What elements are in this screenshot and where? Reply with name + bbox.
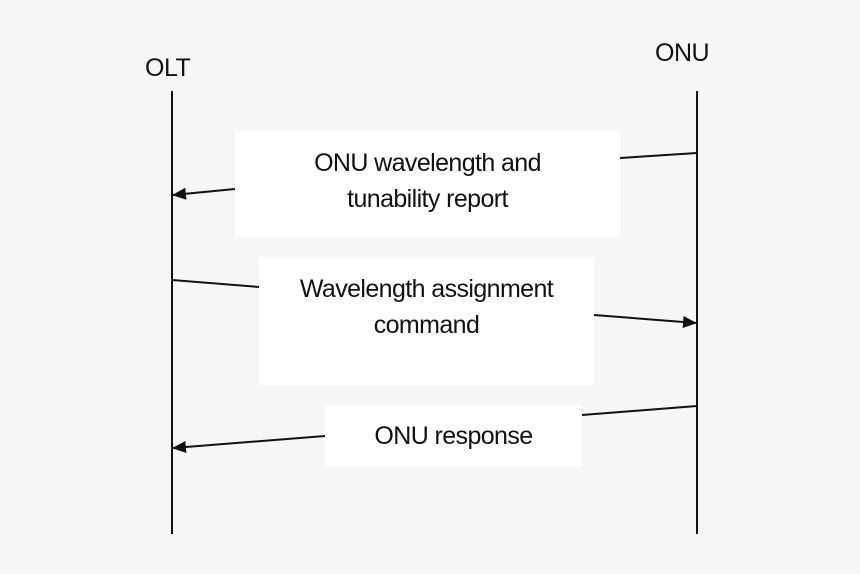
olt-label: OLT xyxy=(145,54,191,82)
message-3-box: ONU response xyxy=(325,405,582,467)
message-2-line-tail xyxy=(171,279,260,288)
message-2-box: Wavelength assignment command xyxy=(259,257,594,385)
message-3-line-tail xyxy=(581,405,698,416)
message-1-box: ONU wavelength and tunability report xyxy=(235,131,620,237)
message-1-label: ONU wavelength and tunability report xyxy=(314,148,541,213)
message-2-arrow xyxy=(593,314,697,328)
message-3-arrow xyxy=(172,435,326,453)
message-1-line-tail xyxy=(619,152,698,159)
onu-label: ONU xyxy=(655,39,710,67)
message-1-arrow xyxy=(172,187,236,200)
message-2-label: Wavelength assignment command xyxy=(299,274,554,339)
message-3-label: ONU response xyxy=(374,421,533,450)
